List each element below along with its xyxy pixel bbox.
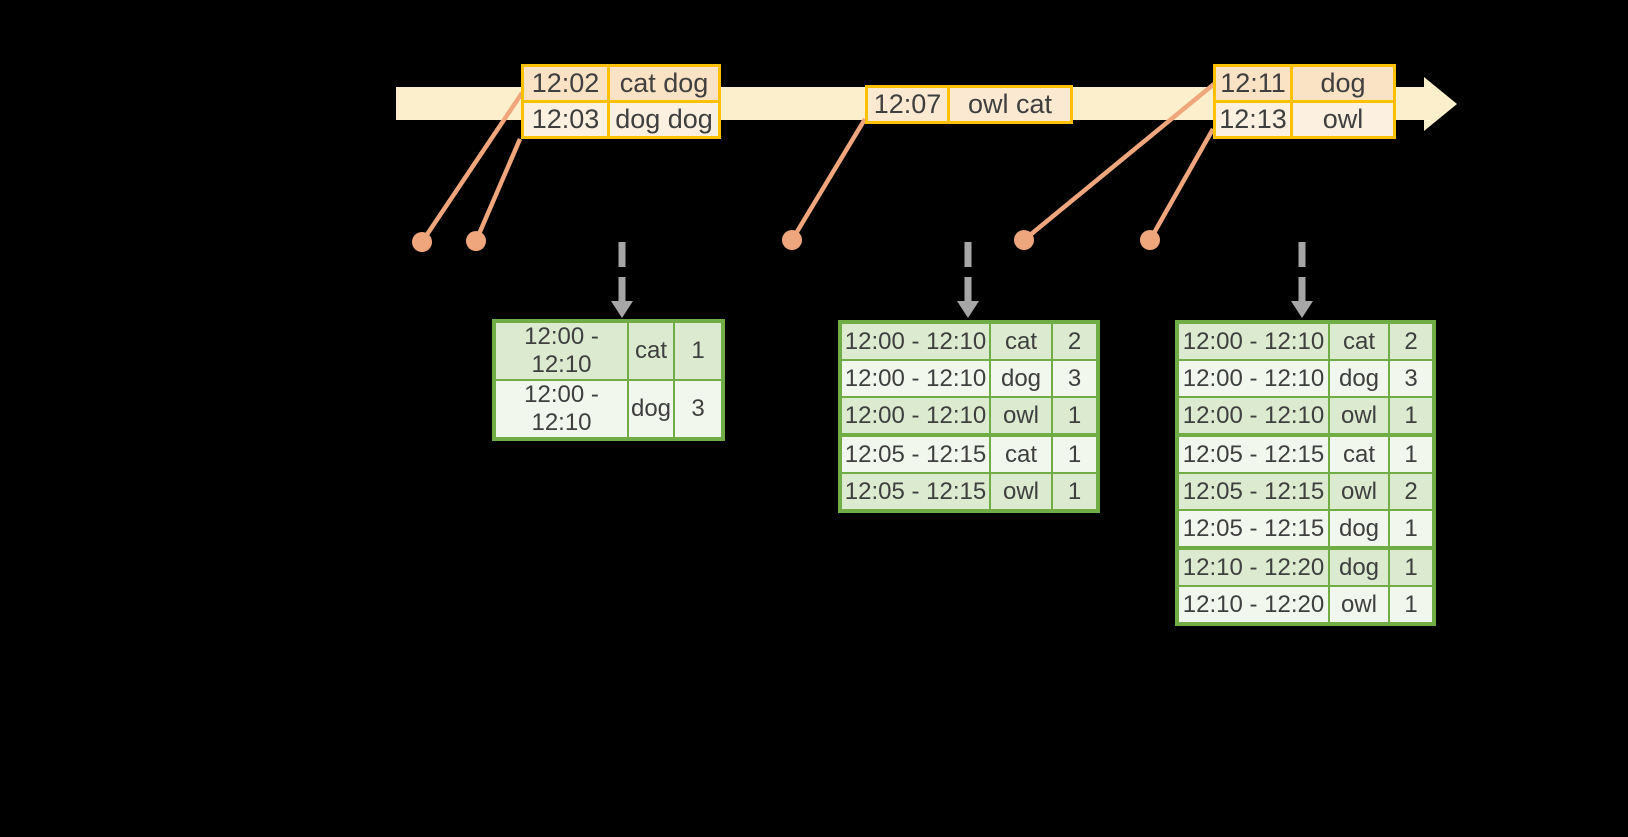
word-cell: cat	[1328, 433, 1390, 474]
count-cell: 1	[1051, 433, 1099, 474]
timeline-arrow-icon	[1424, 77, 1457, 131]
window-cell: 12:00 - 12:10	[839, 359, 991, 398]
word-cell: owl	[989, 472, 1053, 512]
word-cell: owl	[1328, 585, 1390, 625]
count-cell: 1	[1051, 396, 1099, 436]
event-words-cell: owl	[1290, 100, 1396, 139]
event-words-cell: owl cat	[947, 85, 1073, 124]
table-row: 12:05 - 12:15 cat 1	[1176, 433, 1435, 474]
event-time-cell: 12:13	[1213, 100, 1293, 139]
count-cell: 3	[1051, 359, 1099, 398]
word-cell: cat	[627, 320, 675, 381]
table-row: 12:00 - 12:10 owl 1	[839, 396, 1099, 436]
event-connector-line	[473, 138, 523, 242]
event-connector-line	[420, 91, 524, 244]
window-cell: 12:00 - 12:10	[839, 396, 991, 436]
table-row: 12:00 - 12:10 cat 2	[1176, 321, 1435, 361]
window-cell: 12:10 - 12:20	[1176, 546, 1330, 587]
table-row: 12:00 - 12:10 owl 1	[1176, 396, 1435, 436]
event-dot-icon	[782, 230, 802, 250]
window-cell: 12:05 - 12:15	[1176, 509, 1330, 549]
event-time-cell: 12:03	[521, 100, 610, 139]
window-cell: 12:00 - 12:10	[1176, 321, 1330, 361]
word-cell: owl	[1328, 472, 1390, 511]
event-connector-line	[790, 117, 867, 242]
word-cell: dog	[1328, 546, 1390, 587]
event-dot-icon	[412, 232, 432, 252]
table-row: 12:00 - 12:10 dog 3	[1176, 359, 1435, 398]
count-cell: 1	[1388, 433, 1435, 474]
window-cell: 12:05 - 12:15	[1176, 472, 1330, 511]
table-row: 12:07 owl cat	[865, 85, 1073, 124]
result-table-3: 12:00 - 12:10 cat 2 12:00 - 12:10 dog 3 …	[1175, 320, 1436, 626]
event-table-1: 12:02 cat dog 12:03 dog dog	[521, 64, 721, 139]
table-row: 12:10 - 12:20 dog 1	[1176, 546, 1435, 587]
count-cell: 2	[1388, 472, 1435, 511]
word-cell: cat	[989, 433, 1053, 474]
word-cell: cat	[989, 321, 1053, 361]
table-row: 12:00 - 12:10 cat 2	[839, 321, 1099, 361]
event-time-cell: 12:02	[521, 64, 610, 103]
count-cell: 1	[673, 320, 724, 381]
table-row: 12:00 - 12:10 dog 3	[839, 359, 1099, 398]
word-cell: dog	[1328, 509, 1390, 549]
event-connector-line	[1022, 82, 1216, 242]
window-cell: 12:00 - 12:10	[493, 320, 629, 381]
window-cell: 12:10 - 12:20	[1176, 585, 1330, 625]
table-row: 12:05 - 12:15 cat 1	[839, 433, 1099, 474]
result-table-2: 12:00 - 12:10 cat 2 12:00 - 12:10 dog 3 …	[838, 320, 1100, 513]
trigger-arrowhead-icon	[1291, 301, 1313, 318]
table-row: 12:13 owl	[1213, 100, 1396, 139]
word-cell: owl	[989, 396, 1053, 436]
word-cell: dog	[1328, 359, 1390, 398]
count-cell: 3	[1388, 359, 1435, 398]
table-row: 12:00 - 12:10 cat 1	[493, 320, 724, 381]
trigger-arrowhead-icon	[957, 301, 979, 318]
window-cell: 12:00 - 12:10	[1176, 396, 1330, 436]
window-cell: 12:00 - 12:10	[493, 379, 629, 440]
result-table-1: 12:00 - 12:10 cat 1 12:00 - 12:10 dog 3	[492, 319, 725, 441]
count-cell: 1	[1388, 509, 1435, 549]
count-cell: 2	[1388, 321, 1435, 361]
count-cell: 1	[1388, 396, 1435, 436]
window-cell: 12:05 - 12:15	[839, 472, 991, 512]
event-time-cell: 12:07	[865, 85, 950, 124]
word-cell: dog	[627, 379, 675, 440]
event-dot-icon	[466, 231, 486, 251]
table-row: 12:05 - 12:15 owl 2	[1176, 472, 1435, 511]
word-cell: owl	[1328, 396, 1390, 436]
table-row: 12:03 dog dog	[521, 100, 721, 139]
window-cell: 12:05 - 12:15	[1176, 433, 1330, 474]
word-cell: cat	[1328, 321, 1390, 361]
table-row: 12:05 - 12:15 owl 1	[839, 472, 1099, 512]
trigger-arrowhead-icon	[611, 301, 633, 318]
count-cell: 1	[1051, 472, 1099, 512]
event-words-cell: cat dog	[607, 64, 721, 103]
event-dot-icon	[1140, 230, 1160, 250]
count-cell: 1	[1388, 585, 1435, 625]
count-cell: 2	[1051, 321, 1099, 361]
count-cell: 3	[673, 379, 724, 440]
event-time-cell: 12:11	[1213, 64, 1293, 103]
event-table-2: 12:07 owl cat	[865, 85, 1073, 124]
table-row: 12:02 cat dog	[521, 64, 721, 103]
table-row: 12:05 - 12:15 dog 1	[1176, 509, 1435, 549]
count-cell: 1	[1388, 546, 1435, 587]
window-cell: 12:00 - 12:10	[839, 321, 991, 361]
event-words-cell: dog	[1290, 64, 1396, 103]
table-row: 12:11 dog	[1213, 64, 1396, 103]
window-cell: 12:00 - 12:10	[1176, 359, 1330, 398]
event-table-3: 12:11 dog 12:13 owl	[1213, 64, 1396, 139]
event-connector-line	[1148, 127, 1215, 242]
table-row: 12:00 - 12:10 dog 3	[493, 379, 724, 440]
event-dot-icon	[1014, 230, 1034, 250]
event-words-cell: dog dog	[607, 100, 721, 139]
word-cell: dog	[989, 359, 1053, 398]
table-row: 12:10 - 12:20 owl 1	[1176, 585, 1435, 625]
window-cell: 12:05 - 12:15	[839, 433, 991, 474]
